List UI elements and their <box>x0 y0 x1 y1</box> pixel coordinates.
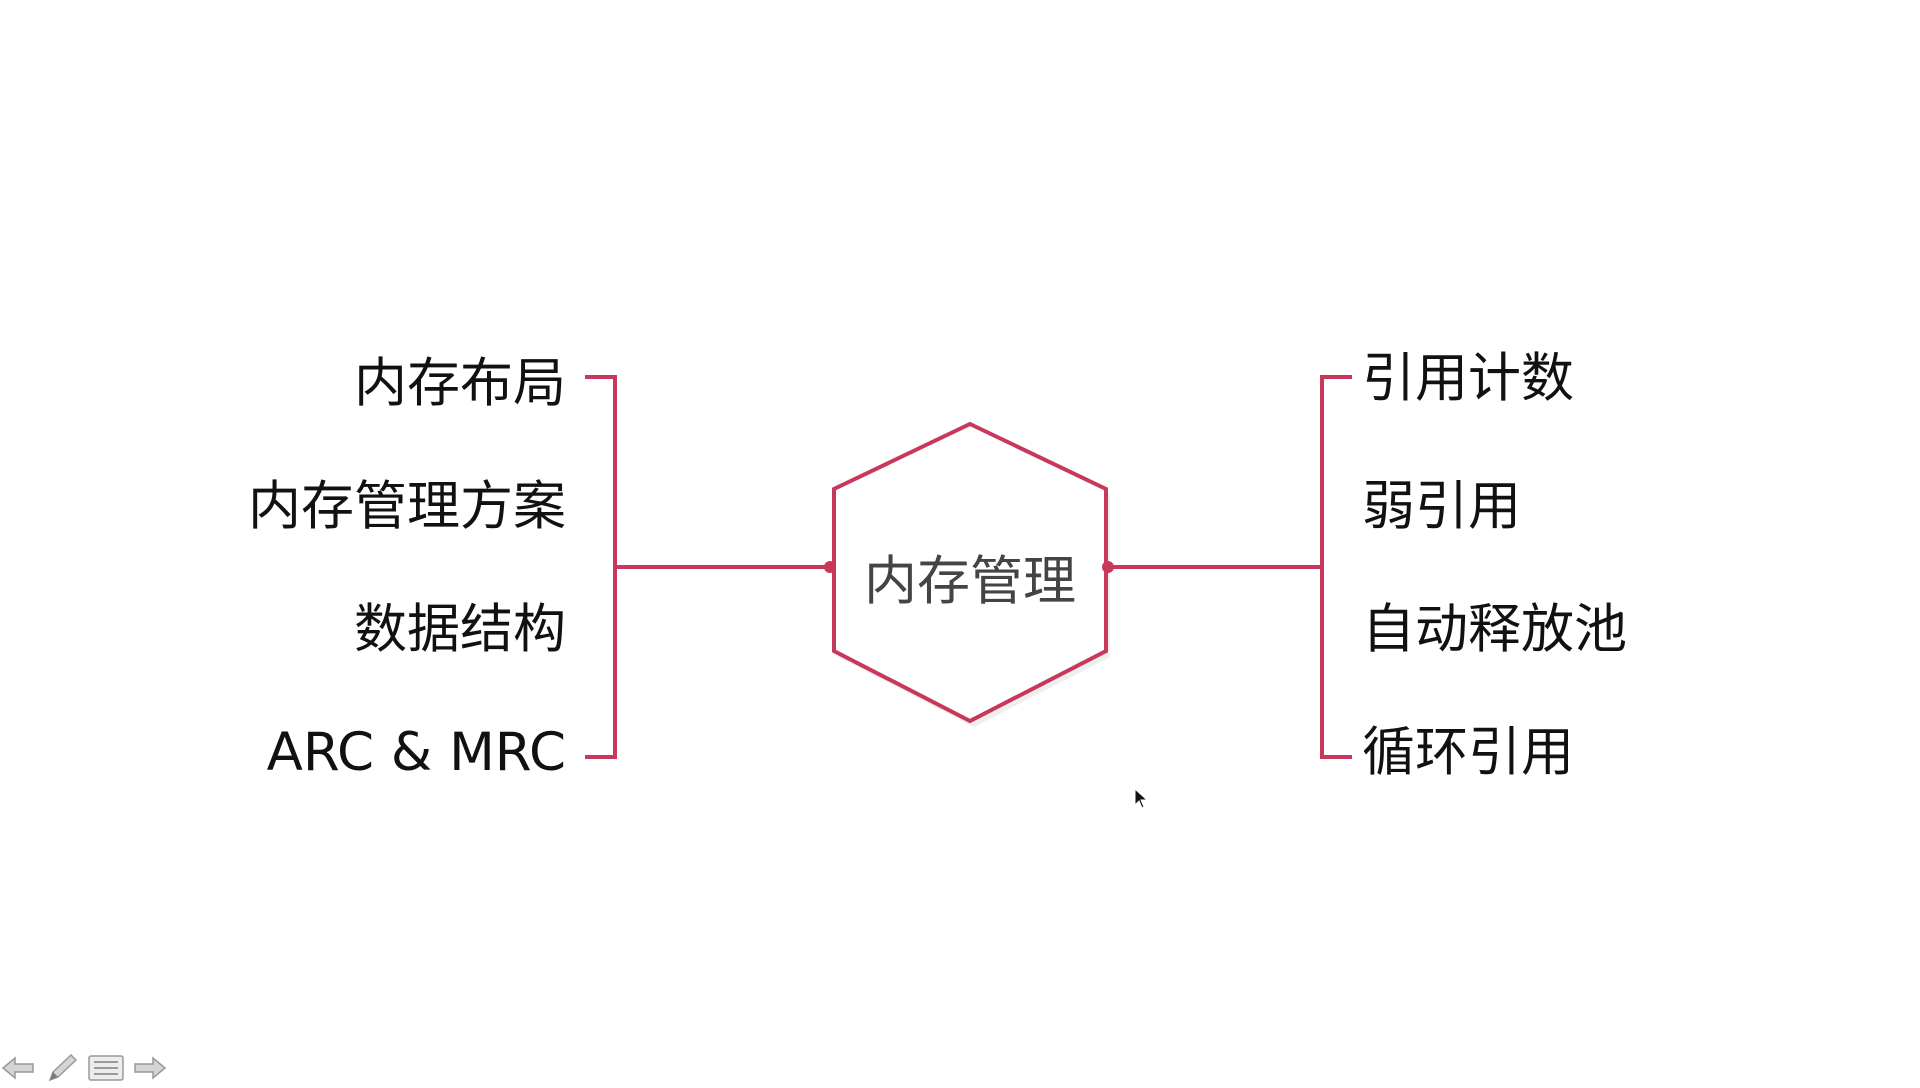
right-item-weak-reference: 弱引用 <box>1362 476 1521 537</box>
mouse-cursor-icon <box>1134 787 1150 814</box>
left-bracket <box>585 375 617 759</box>
right-bracket <box>1320 375 1352 759</box>
right-item-retain-cycle: 循环引用 <box>1362 722 1574 783</box>
prev-arrow-icon[interactable] <box>0 1052 36 1084</box>
left-item-arc-mrc: ARC & MRC <box>266 722 566 783</box>
left-item-data-structure: 数据结构 <box>354 599 566 660</box>
right-item-autorelease-pool: 自动释放池 <box>1362 599 1627 660</box>
next-arrow-icon[interactable] <box>132 1052 168 1084</box>
pen-icon[interactable] <box>44 1052 80 1084</box>
center-node-label: 内存管理 <box>864 551 1076 612</box>
menu-icon[interactable] <box>88 1052 124 1084</box>
left-item-memory-layout: 内存布局 <box>354 353 566 414</box>
slideshow-toolbar <box>0 1048 168 1088</box>
left-item-memory-scheme: 内存管理方案 <box>248 476 566 537</box>
right-item-reference-counting: 引用计数 <box>1362 348 1574 409</box>
center-hexagon <box>832 421 1108 724</box>
